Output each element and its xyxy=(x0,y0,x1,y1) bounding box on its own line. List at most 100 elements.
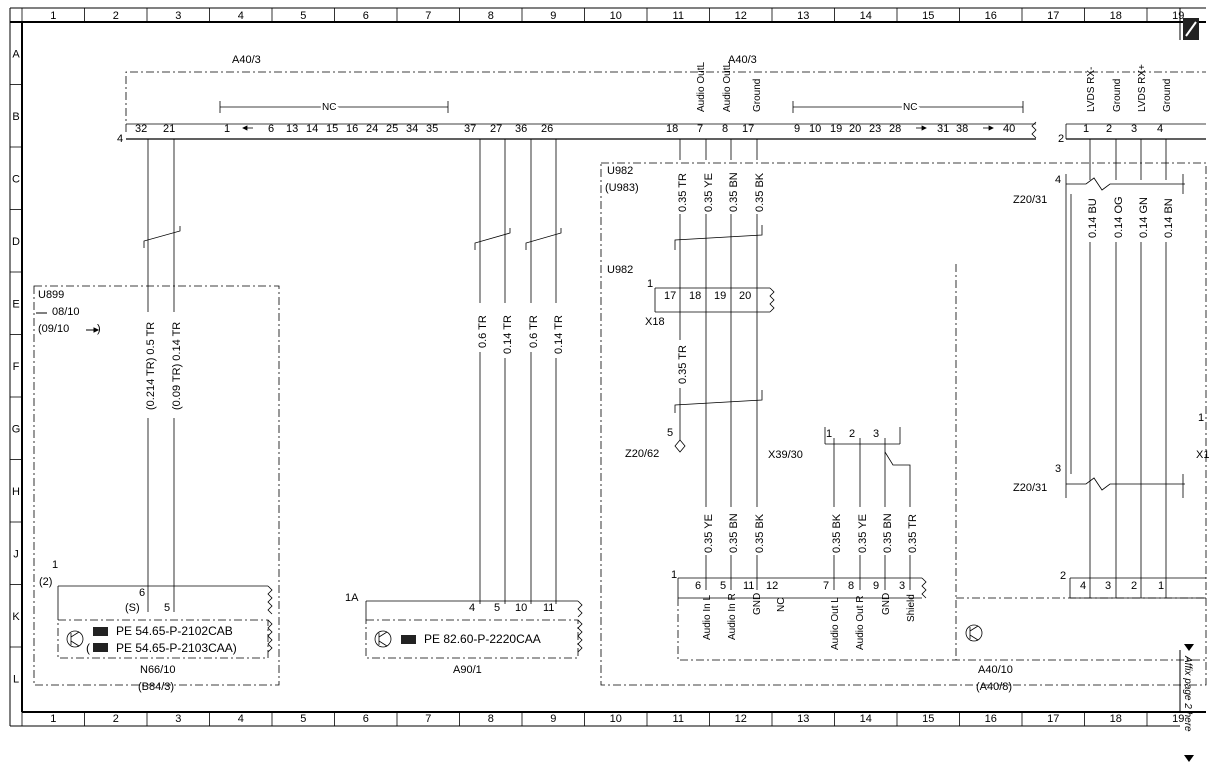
pin-number: 1 xyxy=(1083,123,1089,135)
pin-number: 37 xyxy=(464,123,476,135)
signal-label: Ground xyxy=(1162,79,1173,112)
a40-10-label: A40/10 xyxy=(978,664,1013,676)
b84-3-label: (B84/3) xyxy=(138,681,174,693)
grid-column-label: 15 xyxy=(922,10,934,22)
a40-3-housing xyxy=(125,71,1206,140)
grid-column-label: 14 xyxy=(860,713,872,725)
a40-3-lvds-connector-number: 2 xyxy=(1058,133,1064,145)
grid-column-label: 6 xyxy=(363,10,369,22)
grid-column-label: 13 xyxy=(797,713,809,725)
grid-column-label: 10 xyxy=(610,10,622,22)
a40-8-label: (A40/8) xyxy=(976,681,1012,693)
z20-31-shield xyxy=(1065,139,1185,598)
z20-31-bottom-label: Z20/31 xyxy=(1013,482,1047,494)
wire-labels-x39: 0.35 BK 0.35 YE 0.35 BN 0.35 TR xyxy=(831,513,919,553)
u982-mid-label: U982 xyxy=(607,264,633,276)
pin-number: 14 xyxy=(306,123,318,135)
grid-column-label: 18 xyxy=(1110,10,1122,22)
signal-label: LVDS RX+ xyxy=(1137,64,1148,112)
pin-number: 20 xyxy=(739,290,751,302)
pin-number: 35 xyxy=(426,123,438,135)
pin-number: 2 xyxy=(1131,580,1137,592)
pin-number: 5 xyxy=(494,602,500,614)
partial-pin: 1 xyxy=(1198,412,1204,424)
signal-label: LVDS RX- xyxy=(1086,67,1097,112)
grid-column-label: 2 xyxy=(113,713,119,725)
wire-label: 0.35 BK xyxy=(754,513,766,553)
pin-number: 1 xyxy=(826,428,832,440)
pin-number: 2 xyxy=(849,428,855,440)
x18-connector xyxy=(654,287,775,313)
grid-column-label: 1 xyxy=(50,10,56,22)
pin-number: 4 xyxy=(1157,123,1163,135)
pin-label: Audio Out L xyxy=(830,597,841,650)
pin-label: Audio Out R xyxy=(855,596,866,650)
u899-range: (09/10 xyxy=(38,323,69,335)
pin-number: 20 xyxy=(849,123,861,135)
pin-number: 4 xyxy=(1080,580,1086,592)
pin-number: 24 xyxy=(366,123,378,135)
wire-label: 0.14 TR xyxy=(553,315,565,354)
pin-number: 40 xyxy=(1003,123,1015,135)
x18-label: X18 xyxy=(645,316,665,328)
n66-10-connector xyxy=(57,585,273,659)
grid-column-label: 5 xyxy=(300,713,306,725)
pin-number: 6 xyxy=(139,587,145,599)
pin-number: 32 xyxy=(135,123,147,135)
grid-row-label: C xyxy=(12,173,20,185)
wire-label: 0.35 TR xyxy=(677,345,689,384)
grid-column-label: 19 xyxy=(1172,10,1184,22)
grid-column-label: 17 xyxy=(1047,10,1059,22)
wire-label: (0.09 TR) 0.14 TR xyxy=(171,322,183,410)
pin-number: 34 xyxy=(406,123,418,135)
pin-number: 38 xyxy=(956,123,968,135)
pin-number: 18 xyxy=(689,290,701,302)
wire-label: 0.14 BN xyxy=(1163,198,1175,238)
grid-column-label: 16 xyxy=(985,713,997,725)
hand-pointer-icon xyxy=(93,627,108,636)
a40-10-right-pins: 4 3 2 1 xyxy=(1080,580,1164,592)
a40-3-label-right: A40/3 xyxy=(728,54,757,66)
z20-31-top-num: 4 xyxy=(1055,174,1061,186)
n66-conn: 1 xyxy=(52,559,58,571)
grid-column-label: 14 xyxy=(860,10,872,22)
wire-label: 0.35 BN xyxy=(728,172,740,212)
signal-label: Audio OutL xyxy=(696,62,707,112)
grid-row-label: H xyxy=(12,486,20,498)
grid-row-label: L xyxy=(13,673,19,685)
pin-number: 26 xyxy=(541,123,553,135)
affix-text: Affix page 2 here xyxy=(1182,655,1193,732)
a40-3-pins: 32 21 1 6 13 14 15 16 24 25 34 35 37 27 … xyxy=(135,123,1163,135)
wire-label: 0.14 OG xyxy=(1113,196,1125,238)
wire-label: 0.35 YE xyxy=(857,514,869,553)
page-frame xyxy=(9,7,1206,727)
u899-label: U899 xyxy=(38,289,64,301)
wire-label: 0.35 BN xyxy=(728,513,740,553)
pin-number: 7 xyxy=(697,123,703,135)
splice-diamond xyxy=(674,439,686,453)
pin-number: 15 xyxy=(326,123,338,135)
grid-column-label: 17 xyxy=(1047,713,1059,725)
pin-number: 21 xyxy=(163,123,175,135)
signal-label: Audio OutL xyxy=(722,62,733,112)
grid-row-label: D xyxy=(12,236,20,248)
pin-number: 8 xyxy=(722,123,728,135)
a40-10-pin-labels: Audio In L Audio In R GND NC Audio Out L… xyxy=(702,593,917,650)
wire-label: 0.14 TR xyxy=(502,315,514,354)
grid-column-label: 18 xyxy=(1110,713,1122,725)
pin-shield-label: (S) xyxy=(125,602,140,614)
wire-label: 0.35 YE xyxy=(703,173,715,212)
pin-number: 3 xyxy=(899,580,905,592)
nc-label-right: NC xyxy=(903,102,917,113)
pin-label: Audio In R xyxy=(727,593,738,640)
wire-labels-u982: 0.35 TR 0.35 YE 0.35 BN 0.35 BK 0.35 TR … xyxy=(677,172,766,553)
pin-label: NC xyxy=(776,598,787,612)
grid-column-label: 7 xyxy=(425,713,431,725)
z20-62-num: 5 xyxy=(667,427,673,439)
pin-number: 9 xyxy=(873,580,879,592)
signal-label: Ground xyxy=(752,79,763,112)
grid-column-label: 7 xyxy=(425,10,431,22)
grid-column-label: 1 xyxy=(50,713,56,725)
